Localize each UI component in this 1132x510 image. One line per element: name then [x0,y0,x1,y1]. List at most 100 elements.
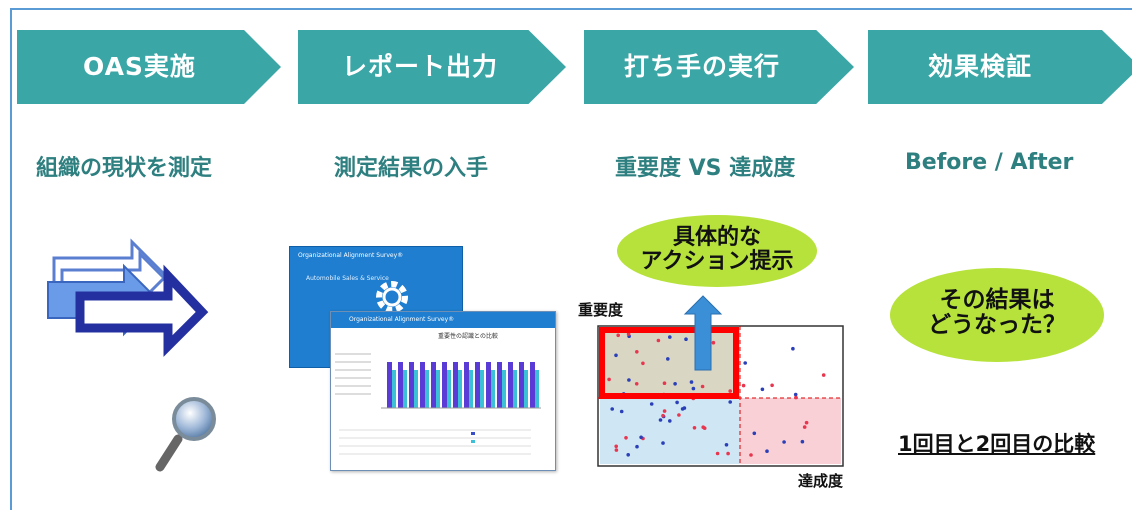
matrix-point [634,382,639,386]
priority-matrix [597,325,844,467]
step-chevron-4: 効果検証 [868,30,1132,104]
report-bar [392,370,396,408]
magnifier-icon [155,397,216,472]
result-bubble: その結果は どうなった？ [890,268,1104,362]
gear-icon [376,281,408,313]
matrix-point [760,387,765,392]
matrix-point [635,350,639,354]
matrix-point [641,361,645,366]
matrix-point [649,402,654,406]
report-bar [458,370,462,408]
report-bar [491,370,495,408]
matrix-point [715,451,720,456]
step-subtitle-1: 組織の現状を測定 [36,156,213,181]
report-chart-title: 重要性の認識との比較 [438,333,498,340]
report-bar [469,370,473,408]
report-bar [398,362,403,408]
step-title-2: レポート出力 [342,52,499,81]
matrix-point [821,373,826,377]
matrix-point [741,383,746,388]
report-bar [464,362,469,408]
matrix-point [661,413,665,418]
report-page-header: Organizational Alignment Survey® [331,312,555,328]
step-subtitle-4: Before / After [905,150,1074,175]
matrix-point [616,333,620,338]
report-bar [403,370,407,408]
matrix-x-label: 達成度 [798,472,844,490]
step-title-4: 効果検証 [928,52,1033,81]
matrix-point [668,335,672,339]
matrix-point [626,453,630,457]
matrix-point [749,453,753,457]
matrix-point [675,400,679,405]
matrix-point [666,357,670,361]
matrix-point [765,449,769,453]
matrix-point [691,386,696,391]
matrix-point [619,409,624,414]
matrix-point [700,384,705,389]
matrix-point [610,407,614,411]
matrix-point [804,420,809,425]
matrix-point [724,443,729,447]
report-bar-chart [335,353,541,455]
matrix-point [794,395,798,400]
action-bubble-line1: 具体的な [672,225,761,250]
matrix-point [701,425,705,429]
matrix-point [658,418,663,422]
matrix-point [793,392,798,397]
matrix-point [711,340,716,345]
matrix-point [607,377,611,382]
action-bubble-line2: アクション提示 [640,249,794,274]
matrix-point [614,448,619,452]
report-bar [447,370,451,408]
matrix-point [791,346,795,351]
step-chevron-3: 打ち手の実行 [584,30,854,104]
matrix-point [661,441,665,445]
report-bar [409,362,414,408]
matrix-point [689,380,694,384]
report-bar [431,362,436,408]
report-bar [530,362,535,408]
matrix-point [770,383,774,388]
step-chevron-2: レポート出力 [298,30,566,104]
report-cover-subtitle: Automobile Sales & Service [306,275,389,282]
matrix-point [673,382,677,386]
matrix-point [668,419,672,423]
matrix-point [614,353,618,358]
report-bar [453,362,458,408]
matrix-point [684,337,688,341]
report-bar [480,370,484,408]
report-bar [513,370,517,408]
result-bubble-line2: どうなった？ [928,312,1066,338]
matrix-point [802,425,807,429]
up-arrow-icon [683,295,723,371]
step-title-1: OAS実施 [83,52,196,81]
step-subtitle-2: 測定結果の入手 [334,156,489,181]
report-bar [475,362,480,408]
quadrant-top-left [600,328,740,398]
step-title-3: 打ち手の実行 [624,52,781,81]
report-bar [508,362,513,408]
matrix-point [743,361,747,365]
action-bubble: 具体的な アクション提示 [617,215,817,287]
slide-frame [10,8,1132,510]
step-chevron-1: OAS実施 [17,30,281,104]
matrix-point [728,389,732,393]
matrix-point [662,381,667,385]
report-bar [425,370,429,408]
report-bar [436,370,440,408]
matrix-point [728,400,732,404]
matrix-point [677,413,681,417]
report-bar [414,370,418,408]
matrix-point [635,444,639,449]
report-bar [442,362,447,408]
report-bar [524,370,528,408]
matrix-point [800,439,805,444]
matrix-point [624,436,628,440]
highlight-box [599,327,739,399]
matrix-point [692,426,697,430]
matrix-point [656,338,661,343]
matrix-point [639,435,643,440]
matrix-point [752,431,757,436]
matrix-point [782,440,786,444]
